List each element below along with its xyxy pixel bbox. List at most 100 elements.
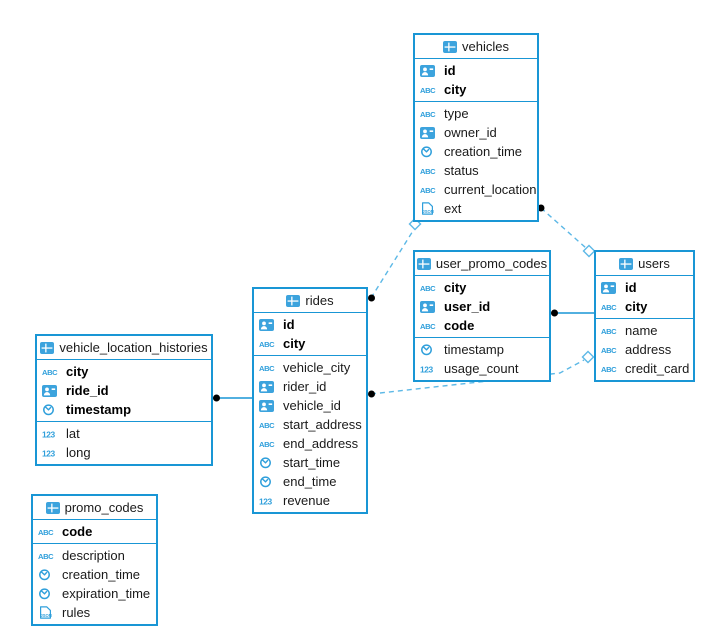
field-row-vehicle_city[interactable]: ABC vehicle_city: [254, 358, 366, 377]
table-title: vehicle_location_histories: [59, 340, 208, 355]
columns: timestamp 123 usage_count: [415, 338, 549, 380]
field-row-creation_time[interactable]: creation_time: [33, 565, 156, 584]
field-row-rider_id[interactable]: rider_id: [254, 377, 366, 396]
field-row-end_time[interactable]: end_time: [254, 472, 366, 491]
relation-line[interactable]: [540, 207, 587, 249]
table-header[interactable]: users: [596, 252, 693, 276]
table-header[interactable]: vehicle_location_histories: [37, 336, 211, 360]
clock-icon: [259, 475, 279, 488]
abc-icon: ABC: [420, 283, 440, 293]
field-row-id[interactable]: id: [596, 278, 693, 297]
abc-icon: ABC: [42, 367, 62, 377]
table-icon: [416, 257, 431, 270]
field-row-owner_id[interactable]: owner_id: [415, 123, 537, 142]
svg-text:ABC: ABC: [42, 368, 58, 377]
svg-text:JSON: JSON: [40, 613, 51, 618]
relation-vehicle_location_histories-rides[interactable]: [213, 394, 252, 402]
field-row-id[interactable]: id: [415, 61, 537, 80]
field-label: city: [625, 299, 648, 314]
field-row-expiration_time[interactable]: expiration_time: [33, 584, 156, 603]
svg-text:ABC: ABC: [38, 552, 54, 561]
field-row-city[interactable]: ABC city: [596, 297, 693, 316]
table-header[interactable]: vehicles: [415, 35, 537, 59]
field-label: code: [62, 524, 93, 539]
field-label: rules: [62, 605, 91, 620]
field-label: creation_time: [62, 567, 141, 582]
relation-line[interactable]: [370, 225, 417, 299]
relation-line[interactable]: [370, 359, 585, 395]
field-label: usage_count: [444, 361, 519, 376]
field-label: current_location: [444, 182, 537, 197]
svg-text:ABC: ABC: [420, 167, 436, 176]
id-badge-icon: [259, 318, 279, 331]
field-row-vehicle_id[interactable]: vehicle_id: [254, 396, 366, 415]
id-badge-icon: [42, 384, 62, 397]
table-header[interactable]: promo_codes: [33, 496, 156, 520]
id-badge-icon: [420, 300, 440, 313]
relation-rides-users[interactable]: [368, 350, 595, 398]
field-label: name: [625, 323, 658, 338]
field-row-creation_time[interactable]: creation_time: [415, 142, 537, 161]
relation-user_promo_codes-users[interactable]: [551, 309, 594, 317]
table-header[interactable]: user_promo_codes: [415, 252, 549, 276]
field-row-rules[interactable]: JSON rules: [33, 603, 156, 622]
abc-icon: ABC: [259, 363, 279, 373]
relation-endpoint-dot: [368, 390, 375, 398]
svg-text:123: 123: [42, 429, 56, 439]
abc-icon: ABC: [420, 85, 440, 95]
relation-endpoint-dot: [368, 294, 375, 302]
svg-text:ABC: ABC: [601, 303, 617, 312]
field-row-id[interactable]: id: [254, 315, 366, 334]
field-label: long: [66, 445, 91, 460]
field-row-timestamp[interactable]: timestamp: [37, 400, 211, 419]
svg-text:ABC: ABC: [420, 86, 436, 95]
field-row-user_id[interactable]: user_id: [415, 297, 549, 316]
table-icon: [40, 341, 55, 354]
svg-text:123: 123: [420, 364, 434, 374]
relation-vehicles-users[interactable]: [537, 204, 596, 258]
field-row-timestamp[interactable]: timestamp: [415, 340, 549, 359]
relation-endpoint-dot: [213, 394, 220, 402]
svg-text:ABC: ABC: [420, 284, 436, 293]
field-row-usage_count[interactable]: 123 usage_count: [415, 359, 549, 378]
field-row-ride_id[interactable]: ride_id: [37, 381, 211, 400]
abc-icon: ABC: [420, 321, 440, 331]
field-label: vehicle_city: [283, 360, 351, 375]
table-title: rides: [305, 293, 334, 308]
relation-endpoint-dot: [551, 309, 558, 317]
table-header[interactable]: rides: [254, 289, 366, 313]
json-icon: JSON: [38, 606, 58, 619]
field-row-start_time[interactable]: start_time: [254, 453, 366, 472]
num-icon: 123: [42, 429, 62, 439]
